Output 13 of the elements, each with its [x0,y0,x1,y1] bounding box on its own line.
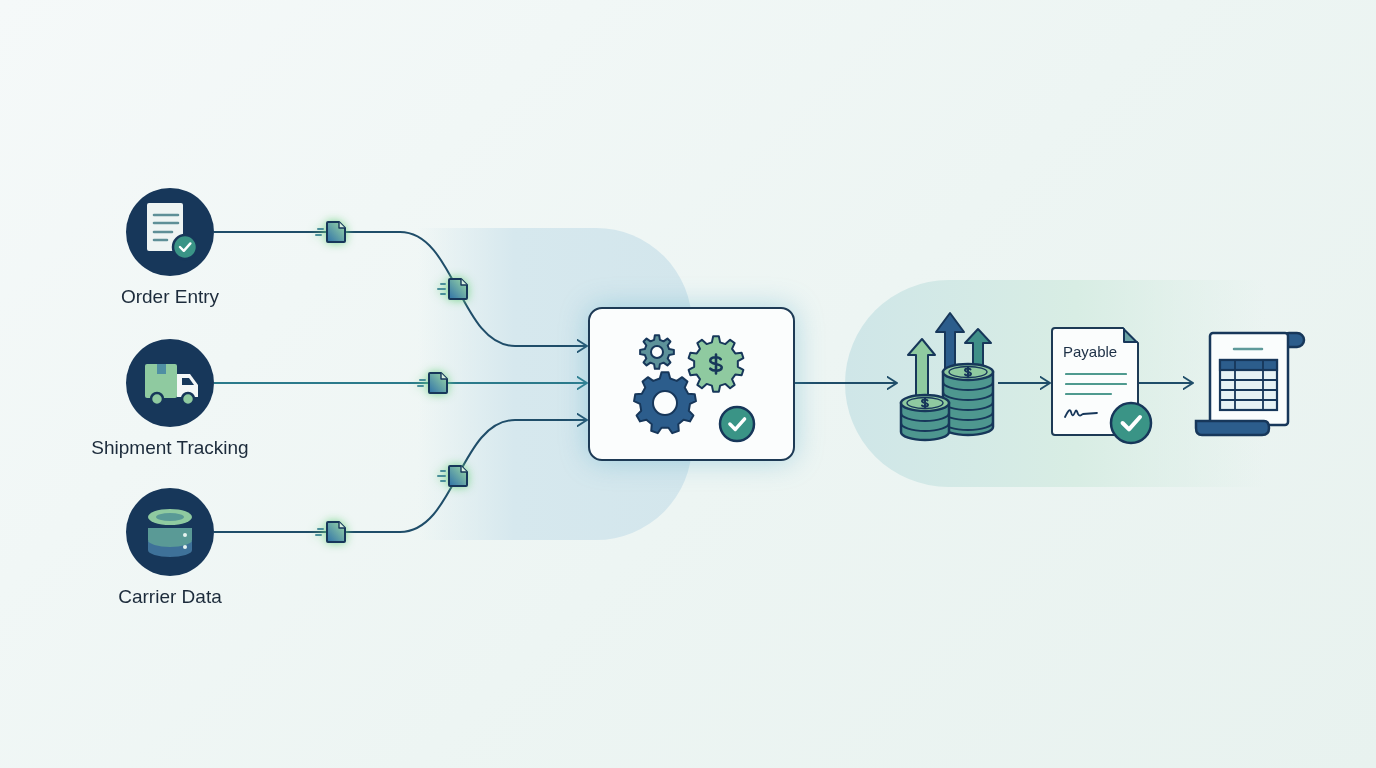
arrow [997,376,1051,390]
arrow [213,413,588,533]
spreadsheet-scroll-illustration [1194,331,1306,437]
process-box [588,307,795,461]
document-title: Payable [1063,343,1118,361]
arrow [1138,376,1194,390]
arrow [213,231,588,353]
arrow [213,376,588,390]
arrow [794,376,898,390]
node-label: Shipment Tracking [91,436,249,460]
document-page [1051,327,1139,436]
node-label: Order Entry [120,285,220,309]
node-label: Carrier Data [118,585,222,609]
